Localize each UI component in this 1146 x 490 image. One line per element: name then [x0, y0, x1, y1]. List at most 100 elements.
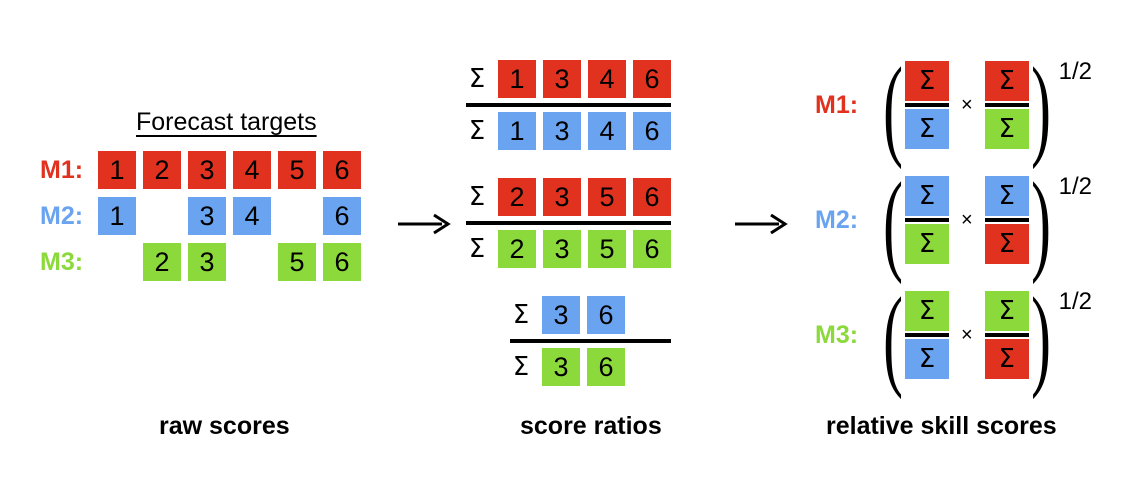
skill-m1-fraction-2: Σ Σ	[984, 61, 1029, 149]
caption-score-ratios: score ratios	[520, 412, 662, 440]
fraction-2-numerator-cells: 2 3 5 6	[498, 178, 671, 216]
skill-row-label-m3: M3:	[815, 320, 859, 349]
skill-m1-f2-denominator: Σ	[984, 109, 1029, 149]
raw-scores-panel: Forecast targets M1: 1 2 3 4 5 6 M2: 1 3…	[40, 108, 361, 289]
raw-tile-m2-2-empty	[143, 197, 181, 235]
fraction-3-numerator-cells: 3 6	[542, 296, 625, 334]
raw-tile-m1-3: 3	[188, 151, 226, 189]
multiply-icon: ×	[960, 209, 973, 231]
fraction-3-denominator-cells: 3 6	[542, 348, 625, 386]
fraction-2-numerator: Σ 2 3 5 6	[466, 176, 671, 218]
fraction-3-num-tile-1: 3	[542, 296, 580, 334]
skill-m3-f2-denominator: Σ	[984, 339, 1029, 379]
fraction-1-numerator: Σ 1 3 4 6	[466, 58, 671, 100]
raw-tile-m2-3: 3	[188, 197, 226, 235]
fraction-3-denominator: Σ 3 6	[510, 346, 671, 388]
multiply-icon: ×	[960, 324, 973, 346]
raw-row-m1: M1: 1 2 3 4 5 6	[40, 151, 361, 189]
skill-m3-f1-bar	[904, 333, 949, 337]
raw-tile-m3-2: 2	[143, 243, 181, 281]
fraction-1-num-tile-3: 4	[588, 60, 626, 98]
raw-tile-m2-4: 4	[233, 197, 271, 235]
skill-m2-exponent: 1/2	[1058, 173, 1092, 200]
fraction-3-numerator: Σ 3 6	[510, 294, 671, 336]
raw-row-label-m2: M2:	[40, 201, 84, 230]
fraction-1-num-tile-2: 3	[543, 60, 581, 98]
relative-skill-scores-panel: M1: ( Σ Σ × Σ Σ ) 1/2 M2: ( Σ Σ	[815, 56, 1092, 401]
skill-row-m3: M3: ( Σ Σ × Σ Σ ) 1/2	[815, 273, 1092, 400]
raw-tile-m3-5: 5	[278, 243, 316, 281]
skill-m3-f2-bar	[984, 333, 1029, 337]
fraction-2-bar	[466, 221, 671, 225]
raw-tile-m1-6: 6	[323, 151, 361, 189]
skill-m3-fraction-1: Σ Σ	[904, 291, 949, 379]
fraction-3-den-tile-2: 6	[587, 348, 625, 386]
skill-row-m1: M1: ( Σ Σ × Σ Σ ) 1/2	[815, 43, 1092, 170]
fraction-2-denominator: Σ 2 3 5 6	[466, 228, 671, 270]
raw-tile-m2-5-empty	[278, 197, 316, 235]
raw-cells-m3: 2 3 5 6	[98, 243, 361, 281]
raw-tile-m2-6: 6	[323, 197, 361, 235]
raw-tile-m2-1: 1	[98, 197, 136, 235]
forecast-targets-title: Forecast targets	[136, 108, 317, 136]
fraction-2-den-tile-4: 6	[633, 230, 671, 268]
sigma-icon: Σ	[512, 352, 530, 382]
raw-row-m2: M2: 1 3 4 6	[40, 197, 361, 235]
raw-cells-m1: 1 2 3 4 5 6	[98, 151, 361, 189]
skill-m1-fraction-1: Σ Σ	[904, 61, 949, 149]
raw-tile-m1-2: 2	[143, 151, 181, 189]
skill-m2-f1-denominator: Σ	[904, 224, 949, 264]
skill-m3-f2-numerator: Σ	[984, 291, 1029, 331]
sigma-icon: Σ	[468, 182, 486, 212]
raw-tile-m3-6: 6	[323, 243, 361, 281]
fraction-2-den-tile-1: 2	[498, 230, 536, 268]
score-ratio-fraction-3: Σ 3 6 Σ 3 6	[510, 294, 671, 388]
fraction-1-bar	[466, 103, 671, 107]
skill-m1-exponent: 1/2	[1058, 58, 1092, 85]
skill-m1-f2-numerator: Σ	[984, 61, 1029, 101]
skill-m3-exponent: 1/2	[1058, 288, 1092, 315]
fraction-2-num-tile-4: 6	[633, 178, 671, 216]
raw-tile-m1-4: 4	[233, 151, 271, 189]
sigma-icon: Σ	[468, 234, 486, 264]
skill-m2-f2-denominator: Σ	[984, 224, 1029, 264]
skill-row-m2: M2: ( Σ Σ × Σ Σ ) 1/2	[815, 158, 1092, 285]
arrow-right-icon-1	[398, 213, 451, 235]
fraction-1-num-tile-4: 6	[633, 60, 671, 98]
skill-m1-f1-numerator: Σ	[904, 61, 949, 101]
fraction-2-den-tile-3: 5	[588, 230, 626, 268]
score-ratio-fraction-1: Σ 1 3 4 6 Σ 1 3 4 6	[466, 58, 671, 152]
raw-row-m3: M3: 2 3 5 6	[40, 243, 361, 281]
fraction-1-num-tile-1: 1	[498, 60, 536, 98]
caption-relative-skill-scores: relative skill scores	[826, 412, 1057, 440]
sigma-icon: Σ	[468, 116, 486, 146]
raw-row-label-m1: M1:	[40, 155, 84, 184]
skill-m3-fraction-2: Σ Σ	[984, 291, 1029, 379]
arrow-right-icon-2	[735, 213, 788, 235]
skill-m3-f1-denominator: Σ	[904, 339, 949, 379]
fraction-1-den-tile-1: 1	[498, 112, 536, 150]
fraction-2-den-tile-2: 3	[543, 230, 581, 268]
fraction-1-den-tile-2: 3	[543, 112, 581, 150]
fraction-2-num-tile-1: 2	[498, 178, 536, 216]
raw-tile-m1-1: 1	[98, 151, 136, 189]
skill-m1-f1-denominator: Σ	[904, 109, 949, 149]
raw-tile-m3-1-empty	[98, 243, 136, 281]
skill-row-label-m1: M1:	[815, 90, 859, 119]
skill-m3-f1-numerator: Σ	[904, 291, 949, 331]
fraction-1-den-tile-4: 6	[633, 112, 671, 150]
fraction-1-den-tile-3: 4	[588, 112, 626, 150]
fraction-2-denominator-cells: 2 3 5 6	[498, 230, 671, 268]
skill-m2-f2-numerator: Σ	[984, 176, 1029, 216]
raw-row-label-m3: M3:	[40, 247, 84, 276]
sigma-icon: Σ	[468, 64, 486, 94]
fraction-1-denominator: Σ 1 3 4 6	[466, 110, 671, 152]
skill-m1-f1-bar	[904, 103, 949, 107]
raw-tile-m3-4-empty	[233, 243, 271, 281]
fraction-1-numerator-cells: 1 3 4 6	[498, 60, 671, 98]
skill-m2-fraction-1: Σ Σ	[904, 176, 949, 264]
skill-m2-fraction-2: Σ Σ	[984, 176, 1029, 264]
fraction-3-num-tile-2: 6	[587, 296, 625, 334]
skill-m2-f1-numerator: Σ	[904, 176, 949, 216]
